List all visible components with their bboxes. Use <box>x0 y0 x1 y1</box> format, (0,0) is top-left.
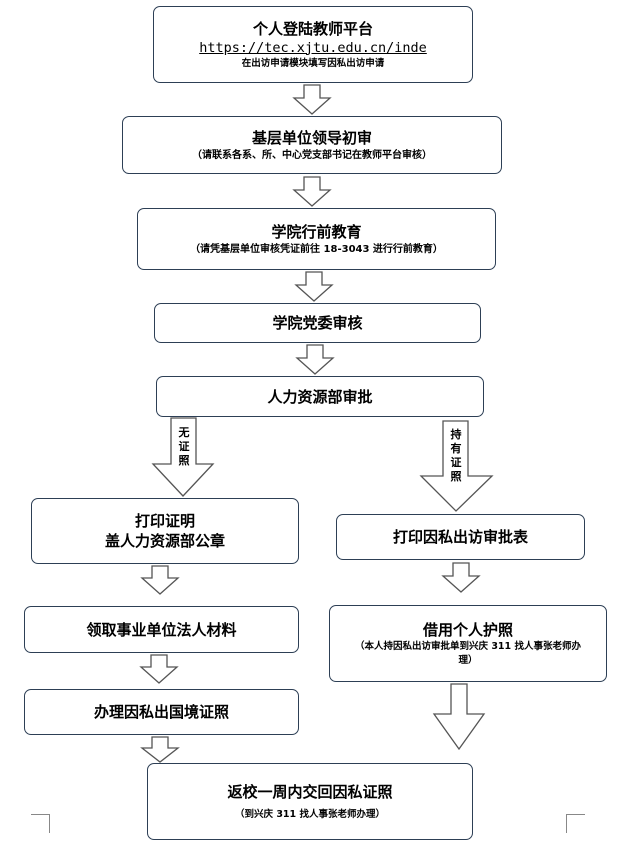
step-return-note: （到兴庆 311 找人事张老师办理） <box>235 808 385 820</box>
step-leader-box: 基层单位领导初审 （请联系各系、所、中心党支部书记在教师平台审核） <box>122 116 502 174</box>
branch-label-has-cert: 持有证照 <box>450 428 462 483</box>
step-print-cert-line1: 打印证明 <box>134 512 195 530</box>
step-hr-title: 人力资源部审批 <box>267 387 373 406</box>
arrow-print-cert-to-legal <box>140 565 180 595</box>
arrow-hr-to-print-cert <box>151 417 215 497</box>
step-leader-title: 基层单位领导初审 <box>251 128 372 147</box>
step-login-box: 个人登陆教师平台 https://tec.xjtu.edu.cn/inde 在出… <box>153 6 473 83</box>
step-education-box: 学院行前教育 （请凭基层单位审核凭证前往 18-3043 进行行前教育） <box>137 208 496 270</box>
step-print-form-title: 打印因私出访审批表 <box>392 528 528 546</box>
step-legal-materials-box: 领取事业单位法人材料 <box>24 606 299 653</box>
step-print-cert-box: 打印证明 盖人力资源部公章 <box>31 498 299 564</box>
step-leader-note: （请联系各系、所、中心党支部书记在教师平台审核） <box>192 149 432 161</box>
step-borrow-passport-note: （本人持因私出访审批单到兴庆 311 找人事张老师办理） <box>355 640 581 666</box>
arrow-login-to-leader <box>292 84 332 115</box>
step-borrow-passport-title: 借用个人护照 <box>422 620 513 639</box>
step-party-box: 学院党委审核 <box>154 303 481 343</box>
step-login-title: 个人登陆教师平台 <box>252 19 373 38</box>
step-apply-cert-title: 办理因私出国境证照 <box>93 703 229 721</box>
arrow-leader-to-education <box>292 176 332 207</box>
step-apply-cert-box: 办理因私出国境证照 <box>24 689 299 735</box>
arrow-passport-to-return <box>432 683 486 751</box>
arrow-hr-to-print-form <box>419 420 494 512</box>
step-legal-materials-title: 领取事业单位法人材料 <box>86 620 237 639</box>
arrow-apply-to-return <box>140 736 180 763</box>
step-login-url: https://tec.xjtu.edu.cn/inde <box>199 39 427 56</box>
step-education-title: 学院行前教育 <box>271 222 362 241</box>
step-print-cert-line2: 盖人力资源部公章 <box>104 532 225 550</box>
step-return-box: 返校一周内交回因私证照 （到兴庆 311 找人事张老师办理） <box>147 763 473 840</box>
step-login-note: 在出访申请模块填写因私出访申请 <box>241 57 385 69</box>
arrow-legal-to-apply <box>139 654 179 684</box>
step-party-title: 学院党委审核 <box>272 314 363 332</box>
step-hr-box: 人力资源部审批 <box>156 376 484 417</box>
step-borrow-passport-box: 借用个人护照 （本人持因私出访审批单到兴庆 311 找人事张老师办理） <box>329 605 607 682</box>
step-return-title: 返校一周内交回因私证照 <box>227 782 393 801</box>
step-print-form-box: 打印因私出访审批表 <box>336 514 585 560</box>
crop-mark-left <box>31 814 50 833</box>
arrow-party-to-hr <box>295 344 335 375</box>
branch-label-no-cert: 无证照 <box>178 426 190 467</box>
arrow-education-to-party <box>294 271 334 302</box>
arrow-print-form-to-passport <box>441 562 481 593</box>
step-education-note: （请凭基层单位审核凭证前往 18-3043 进行行前教育） <box>190 243 443 255</box>
crop-mark-right <box>566 814 585 833</box>
